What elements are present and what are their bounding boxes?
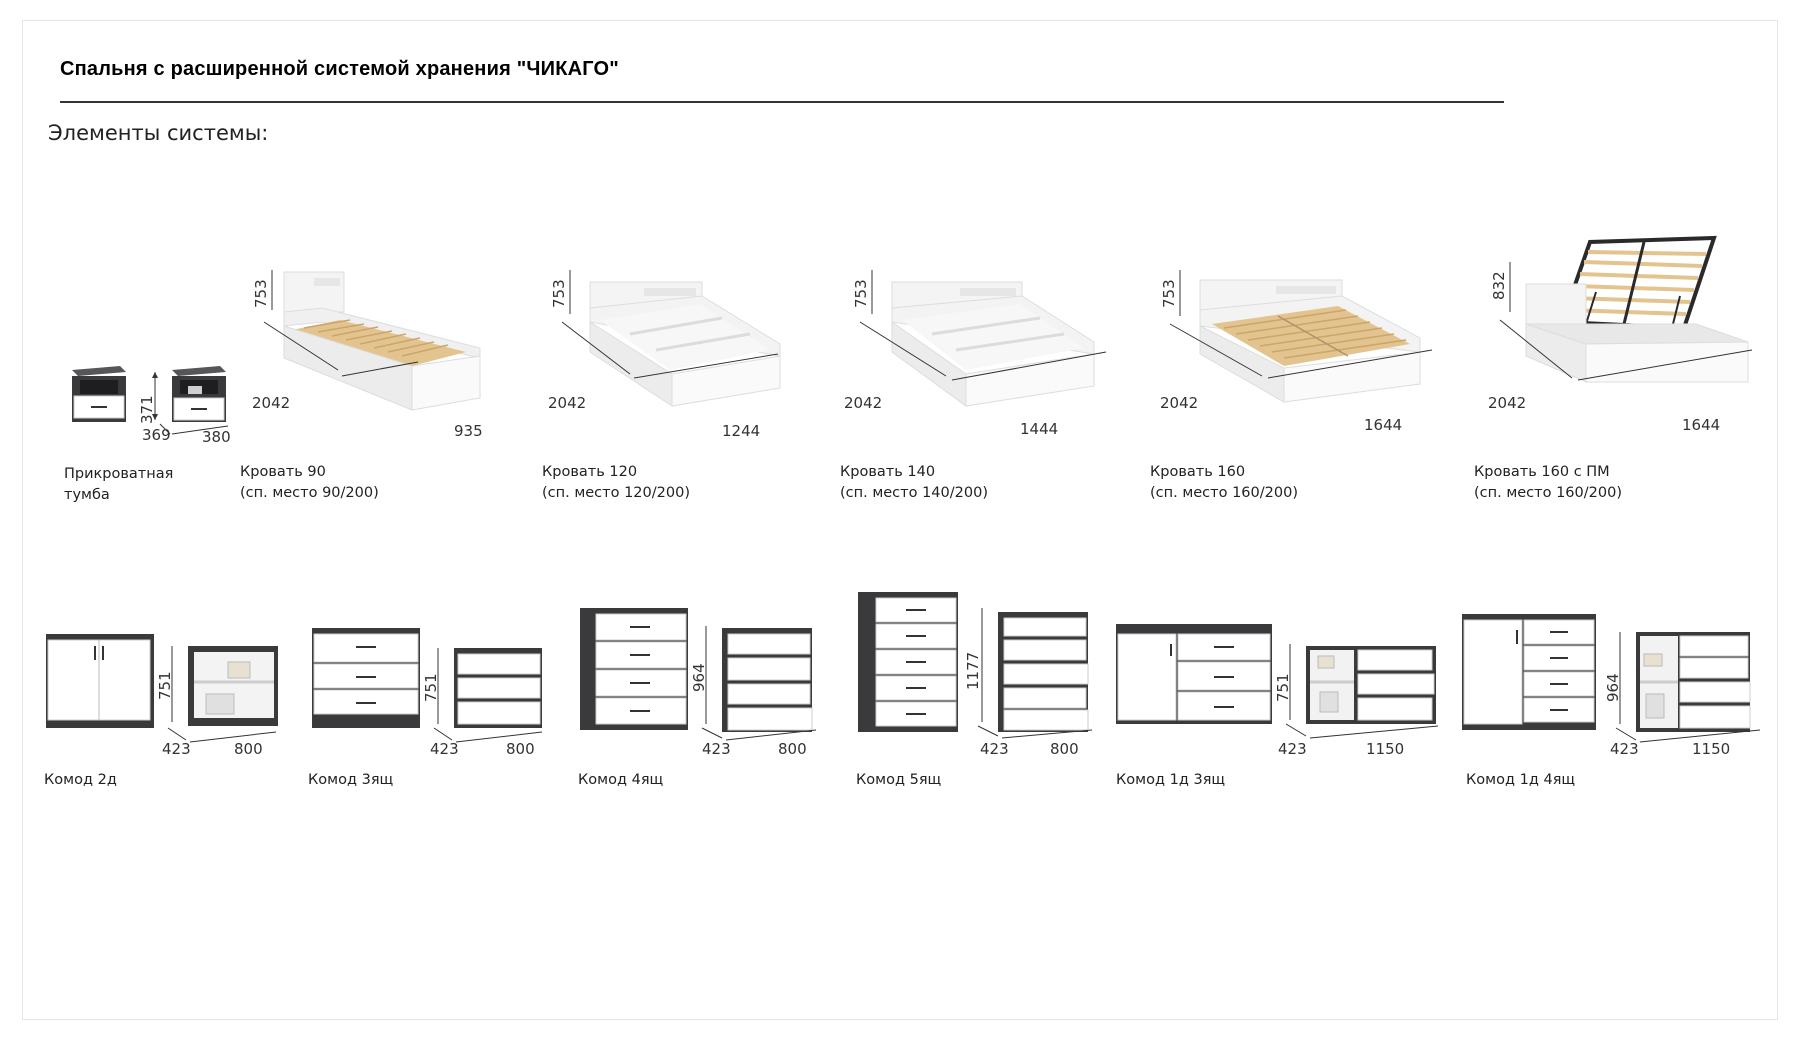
bed-90-height: 753 xyxy=(252,279,270,308)
bed-160-drawing xyxy=(1169,270,1433,403)
bed-120-height: 753 xyxy=(550,279,568,308)
chest-2d-height: 751 xyxy=(156,671,174,700)
bed-90-label: Кровать 90 xyxy=(240,464,326,480)
chest-5-depth: 423 xyxy=(980,740,1009,758)
bed-140-label-2: (сп. место 140/200) xyxy=(840,485,988,501)
bed-160-depth: 2042 xyxy=(1160,394,1199,412)
chest-4-height: 964 xyxy=(690,663,708,692)
item-chest-1d-4: 964 423 1150 Комод 1д 4ящ xyxy=(1460,610,1780,796)
bed-120-label-2: (сп. место 120/200) xyxy=(542,485,690,501)
chest-1d-3-drawing xyxy=(1116,624,1439,739)
item-chest-2d: 751 423 800 Комод 2д xyxy=(44,624,284,794)
chest-4-width: 800 xyxy=(778,740,807,758)
catalog-sheet xyxy=(22,20,1778,1020)
nightstand-depth: 369 xyxy=(142,426,171,444)
chest-2d-drawing xyxy=(46,634,278,743)
page-title: Спальня с расширенной системой хранения … xyxy=(60,58,619,80)
item-bed-140: 753 2042 1444 Кровать 140 (сп. место 140… xyxy=(840,270,1116,510)
bed-160-lift-label-2: (сп. место 160/200) xyxy=(1474,485,1622,501)
item-bed-120: 753 2042 1244 Кровать 120 (сп. место 120… xyxy=(542,270,800,510)
bed-90-width: 935 xyxy=(454,422,483,440)
chest-1d-4-label: Комод 1д 4ящ xyxy=(1466,772,1576,788)
bed-160-lift-width: 1644 xyxy=(1682,416,1721,434)
item-chest-3: 751 423 800 Комод 3ящ xyxy=(308,624,550,794)
chest-3-label: Комод 3ящ xyxy=(308,772,394,788)
nightstand-width: 380 xyxy=(202,428,231,446)
bed-90-depth: 2042 xyxy=(252,394,291,412)
chest-5-height: 1177 xyxy=(964,651,982,690)
chest-3-height: 751 xyxy=(422,673,440,702)
bed-120-depth: 2042 xyxy=(548,394,587,412)
chest-4-drawing xyxy=(580,608,817,741)
item-bed-160-lift: 832 2042 1644 Кровать 160 с ПМ (сп. мест… xyxy=(1474,232,1776,510)
bed-160-lift-height: 832 xyxy=(1490,271,1508,300)
chest-1d-3-height: 751 xyxy=(1274,673,1292,702)
chest-5-label: Комод 5ящ xyxy=(856,772,942,788)
chest-2d-depth: 423 xyxy=(162,740,191,758)
chest-1d-3-depth: 423 xyxy=(1278,740,1307,758)
chest-1d-4-width: 1150 xyxy=(1692,740,1731,758)
chest-3-drawing xyxy=(312,628,543,743)
bed-160-lift-depth: 2042 xyxy=(1488,394,1527,412)
bed-120-width: 1244 xyxy=(722,422,761,440)
bed-140-label: Кровать 140 xyxy=(840,464,936,480)
item-chest-1d-3: 751 423 1150 Комод 1д 3ящ xyxy=(1114,620,1444,796)
bed-160-width: 1644 xyxy=(1364,416,1403,434)
chest-4-label: Комод 4ящ xyxy=(578,772,664,788)
bed-90-drawing xyxy=(263,270,481,411)
bed-140-width: 1444 xyxy=(1020,420,1059,438)
chest-5-drawing xyxy=(858,592,1093,739)
chest-4-depth: 423 xyxy=(702,740,731,758)
nightstand-drawing xyxy=(72,366,229,435)
chest-1d-3-label: Комод 1д 3ящ xyxy=(1116,772,1226,788)
item-bed-90: 753 2042 935 Кровать 90 (сп. место 90/20… xyxy=(240,270,502,510)
bed-160-height: 753 xyxy=(1160,279,1178,308)
chest-1d-4-depth: 423 xyxy=(1610,740,1639,758)
section-subtitle: Элементы системы: xyxy=(48,121,269,145)
bed-160-lift-label: Кровать 160 с ПМ xyxy=(1474,464,1610,480)
bed-140-height: 753 xyxy=(852,279,870,308)
bed-120-drawing xyxy=(561,270,781,407)
chest-3-depth: 423 xyxy=(430,740,459,758)
bed-160-lift-drawing xyxy=(1499,235,1753,383)
title-divider xyxy=(60,101,1504,103)
chest-3-width: 800 xyxy=(506,740,535,758)
chest-2d-width: 800 xyxy=(234,740,263,758)
bed-120-label: Кровать 120 xyxy=(542,464,638,480)
nightstand-label-2: тумба xyxy=(64,487,110,503)
chest-1d-4-height: 964 xyxy=(1604,673,1622,702)
chest-5-width: 800 xyxy=(1050,740,1079,758)
item-nightstand: 371 369 380 Прикроватная тумба xyxy=(60,360,260,520)
chest-2d-label: Комод 2д xyxy=(44,772,117,788)
item-chest-5: 1177 423 800 Комод 5ящ xyxy=(856,590,1106,796)
bed-160-label: Кровать 160 xyxy=(1150,464,1246,480)
bed-160-label-2: (сп. место 160/200) xyxy=(1150,485,1298,501)
item-chest-4: 964 423 800 Комод 4ящ xyxy=(578,606,828,796)
nightstand-label: Прикроватная xyxy=(64,466,174,482)
chest-1d-4-drawing xyxy=(1462,614,1761,743)
item-bed-160: 753 2042 1644 Кровать 160 (сп. место 160… xyxy=(1150,270,1438,510)
chest-1d-3-width: 1150 xyxy=(1366,740,1405,758)
bed-140-depth: 2042 xyxy=(844,394,883,412)
nightstand-height: 371 xyxy=(138,395,156,424)
bed-140-drawing xyxy=(859,270,1107,407)
bed-90-label-2: (сп. место 90/200) xyxy=(240,485,379,501)
